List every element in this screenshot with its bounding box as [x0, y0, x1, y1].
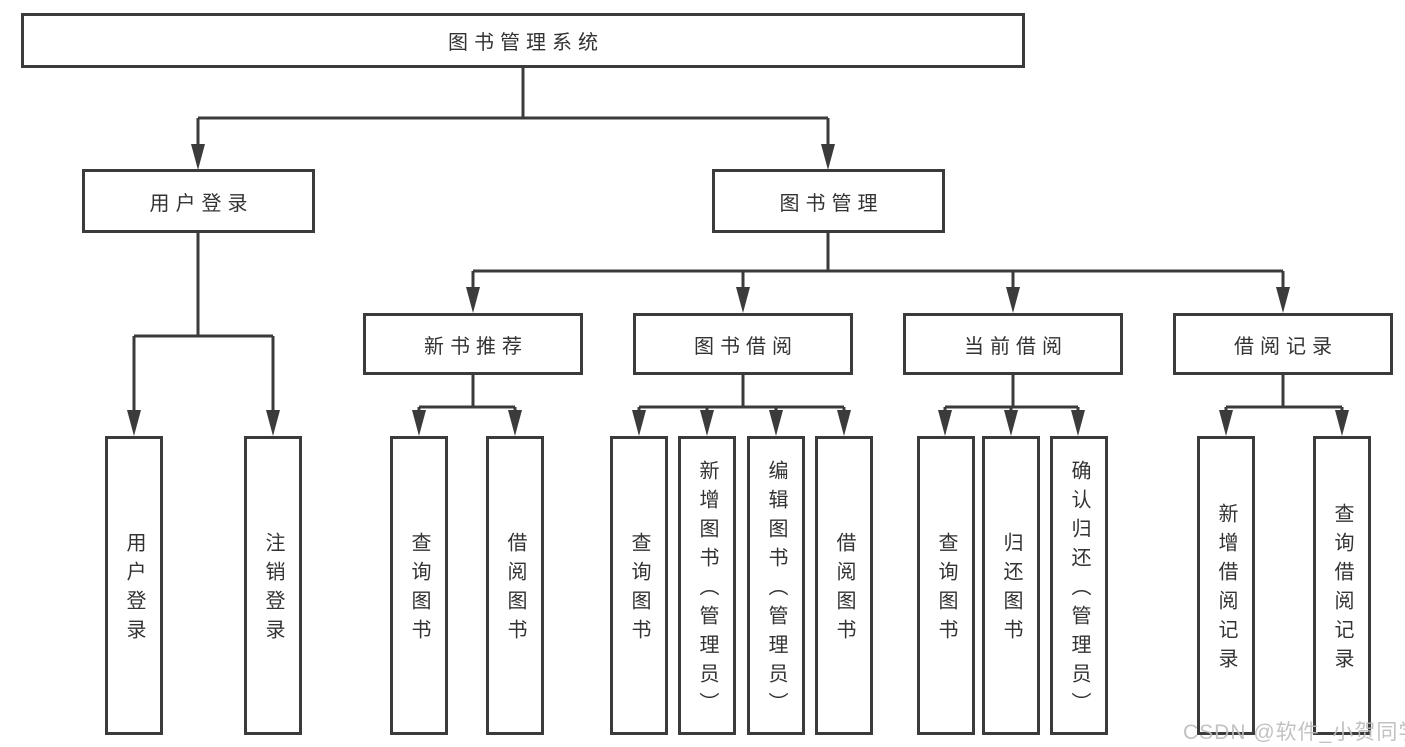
node-label: 图书借阅 [694, 335, 798, 358]
node-label: 新增借阅记录 [1215, 503, 1237, 677]
node-label: 用户登录 [149, 192, 254, 215]
node-leaf-confirm-return-admin: 确认归还（管理员） [1050, 436, 1108, 735]
node-book-borrow: 图书借阅 [633, 313, 853, 375]
node-borrow-records: 借阅记录 [1173, 313, 1393, 375]
node-leaf-query-books-recommend: 查询图书 [390, 436, 448, 735]
node-label: 当前借阅 [964, 335, 1068, 358]
node-leaf-add-borrow-record: 新增借阅记录 [1197, 436, 1255, 735]
node-label: 归还图书 [1000, 532, 1022, 648]
node-label: 借阅记录 [1234, 335, 1338, 358]
node-label: 查询图书 [408, 532, 430, 648]
node-leaf-borrow-books: 借阅图书 [815, 436, 873, 735]
node-leaf-borrow-books-recommend: 借阅图书 [486, 436, 544, 735]
node-label: 编辑图书（管理员） [765, 459, 787, 721]
node-leaf-logout: 注销登录 [244, 436, 302, 735]
node-label: 借阅图书 [833, 532, 855, 648]
node-current-borrow: 当前借阅 [903, 313, 1123, 375]
node-label: 注销登录 [262, 532, 284, 648]
node-label: 确认归还（管理员） [1068, 459, 1090, 721]
node-root-library-system: 图书管理系统 [21, 13, 1025, 68]
node-label: 查询图书 [935, 532, 957, 648]
node-book-management: 图书管理 [712, 169, 945, 233]
node-leaf-query-books-current: 查询图书 [917, 436, 975, 735]
node-label: 图书管理 [779, 192, 884, 215]
node-leaf-user-login: 用户登录 [105, 436, 163, 735]
node-label: 图书管理系统 [448, 32, 604, 54]
node-label: 查询借阅记录 [1331, 503, 1353, 677]
node-leaf-query-books-borrow: 查询图书 [610, 436, 668, 735]
node-label: 查询图书 [628, 532, 650, 648]
csdn-watermark: CSDN @软件_小贺同学 [1183, 721, 1405, 744]
node-leaf-add-books-admin: 新增图书（管理员） [678, 436, 736, 735]
node-label: 借阅图书 [504, 532, 526, 648]
node-label: 新书推荐 [424, 335, 528, 358]
node-label: 用户登录 [123, 532, 145, 648]
node-new-book-recommend: 新书推荐 [363, 313, 583, 375]
node-user-login: 用户登录 [82, 169, 315, 233]
node-label: 新增图书（管理员） [696, 459, 718, 721]
node-leaf-return-books: 归还图书 [982, 436, 1040, 735]
node-leaf-edit-books-admin: 编辑图书（管理员） [747, 436, 805, 735]
node-leaf-query-borrow-record: 查询借阅记录 [1313, 436, 1371, 735]
